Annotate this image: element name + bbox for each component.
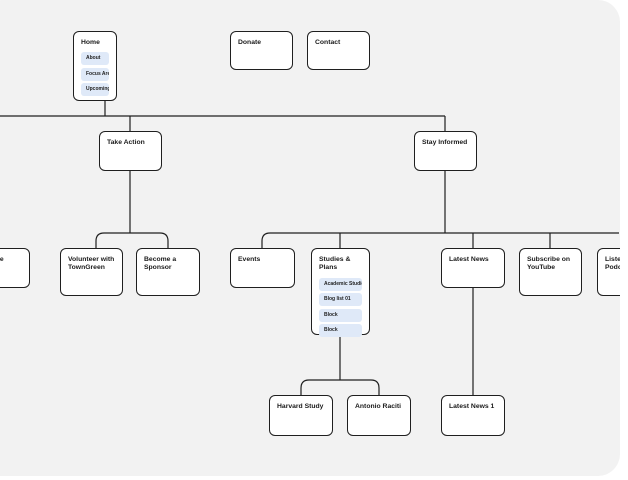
node-youtube[interactable]: Subscribe on YouTube xyxy=(519,248,582,296)
node-title: Latest News xyxy=(449,256,489,263)
node-events[interactable]: Events xyxy=(230,248,295,288)
connector-lines xyxy=(0,101,619,395)
node-title: Donate xyxy=(238,39,262,46)
node-latest-news[interactable]: Latest News xyxy=(441,248,505,288)
node-title: Take Action xyxy=(107,139,145,146)
node-take-action[interactable]: Take Action xyxy=(99,131,162,171)
subitem[interactable]: Blog list 01 xyxy=(319,293,362,307)
node-title: Volunteer with TownGreen xyxy=(68,256,115,272)
node-stay-informed[interactable]: Stay Informed xyxy=(414,131,477,171)
node-title: Events xyxy=(238,256,261,263)
node-podcast[interactable]: Listen to Podcast xyxy=(597,248,620,296)
subitem[interactable]: Focus Areas xyxy=(81,67,109,81)
node-contact[interactable]: Contact xyxy=(307,31,370,70)
node-title: Antonio Raciti xyxy=(355,403,402,410)
node-title: Contact xyxy=(315,39,341,46)
node-antonio[interactable]: Antonio Raciti xyxy=(347,395,411,436)
subitem[interactable]: Academic Studies xyxy=(319,277,362,291)
node-title: Become a Sponsor xyxy=(144,256,177,272)
subitem[interactable]: Upcoming Events xyxy=(81,83,109,97)
node-title: Subscribe on YouTube xyxy=(527,256,571,272)
node-title: Studies & Plans xyxy=(319,256,351,272)
node-donate[interactable]: Donate xyxy=(230,31,293,70)
node-title: Listen to Podcast xyxy=(605,256,620,272)
node-title: Stay Informed xyxy=(422,139,468,146)
connector-line xyxy=(300,379,380,395)
subitem[interactable]: Block xyxy=(319,324,362,338)
subitem[interactable]: Block xyxy=(319,308,362,322)
node-science[interactable]: Science xyxy=(0,248,30,288)
node-title: Harvard Study xyxy=(277,403,324,410)
connector-line xyxy=(95,232,169,248)
node-title: Home xyxy=(81,39,100,46)
node-harvard[interactable]: Harvard Study xyxy=(269,395,333,436)
node-latest-news-1[interactable]: Latest News 1 xyxy=(441,395,505,436)
node-title: Latest News 1 xyxy=(449,403,495,410)
subitem[interactable]: About xyxy=(81,52,109,66)
node-sponsor[interactable]: Become a Sponsor xyxy=(136,248,200,296)
connector-line xyxy=(261,232,619,248)
node-title: Science xyxy=(0,256,4,263)
node-volunteer[interactable]: Volunteer with TownGreen xyxy=(60,248,123,296)
